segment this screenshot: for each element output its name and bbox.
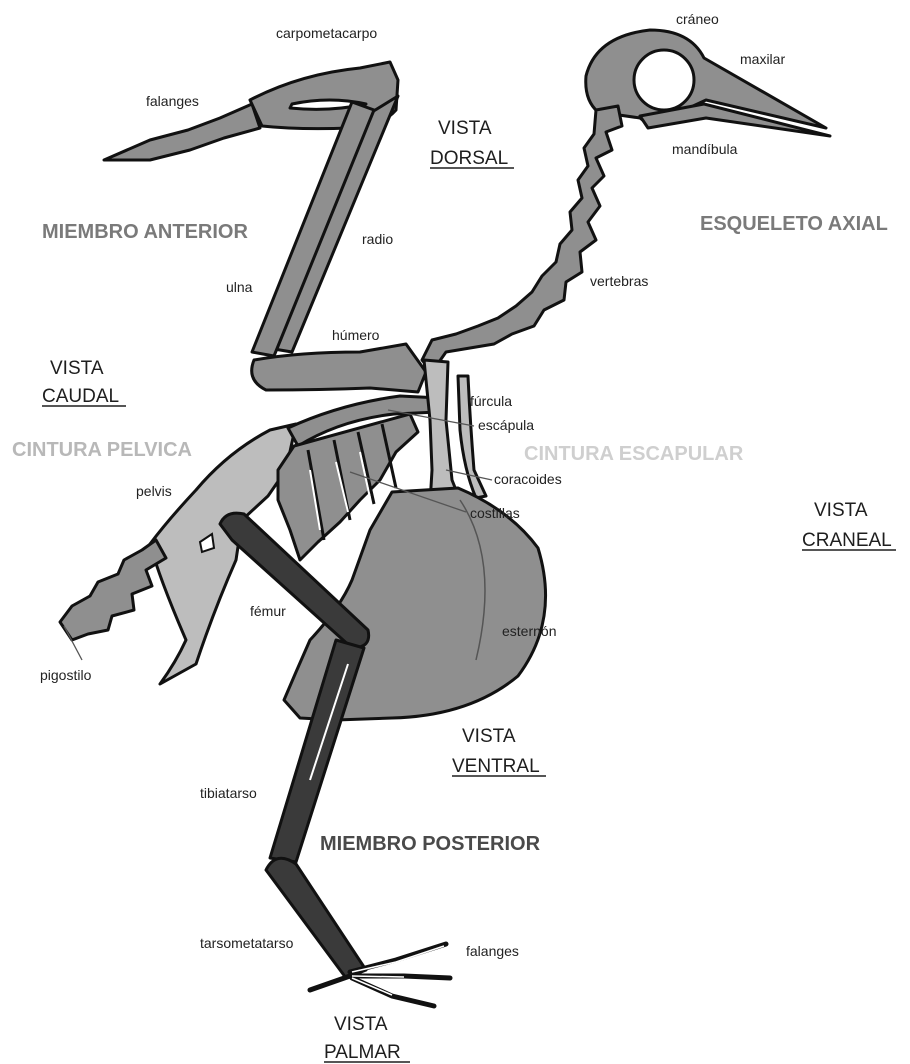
label-pigostilo: pigostilo	[40, 667, 92, 683]
label-furcula: fúrcula	[470, 393, 512, 409]
caudal-vertebrae	[60, 540, 166, 640]
label-maxilar: maxilar	[740, 51, 785, 67]
label-pelvis: pelvis	[136, 483, 172, 499]
region-cintura-escapular: CINTURA ESCAPULAR	[524, 443, 744, 465]
label-humero: húmero	[332, 327, 380, 343]
humerus-bone	[252, 344, 426, 392]
coracoid-bone	[424, 360, 460, 504]
view-ventral-line1: VISTA	[462, 726, 516, 747]
region-cintura-pelvica: CINTURA PELVICA	[12, 439, 192, 461]
label-vertebras: vertebras	[590, 273, 648, 289]
label-escapula: escápula	[478, 417, 534, 433]
view-dorsal-line1: VISTA	[438, 118, 492, 139]
wing-phalanges-bone	[104, 104, 260, 160]
view-caudal-line2: CAUDAL	[42, 386, 119, 407]
view-palmar-line1: VISTA	[334, 1014, 388, 1035]
label-coracoides: coracoides	[494, 471, 562, 487]
label-craneo: cráneo	[676, 11, 719, 27]
cervical-vertebrae	[422, 106, 622, 372]
view-craneal-line1: VISTA	[814, 500, 868, 521]
label-carpometacarpo: carpometacarpo	[276, 25, 377, 41]
region-miembro-anterior: MIEMBRO ANTERIOR	[42, 221, 248, 243]
label-mandibula: mandíbula	[672, 141, 738, 157]
label-radio: radio	[362, 231, 393, 247]
label-femur: fémur	[250, 603, 286, 619]
ulna-bone	[252, 102, 374, 356]
eye-orbit	[634, 50, 694, 110]
view-ventral-line2: VENTRAL	[452, 756, 540, 777]
view-dorsal-line2: DORSAL	[430, 148, 508, 169]
axial-skeleton	[422, 30, 830, 372]
region-esqueleto-axial: ESQUELETO AXIAL	[700, 213, 888, 235]
label-falanges-ala: falanges	[146, 93, 199, 109]
label-tibiatarso: tibiatarso	[200, 785, 257, 801]
view-caudal-line1: VISTA	[50, 358, 104, 379]
view-palmar-line2: PALMAR	[324, 1042, 401, 1063]
region-miembro-posterior: MIEMBRO POSTERIOR	[320, 833, 541, 855]
label-esternon: esternón	[502, 623, 556, 639]
label-falanges-pata: falanges	[466, 943, 519, 959]
tarsometatarsus-bone	[266, 858, 366, 978]
label-tarsometatarso: tarsometatarso	[200, 935, 294, 951]
view-craneal-line2: CRANEAL	[802, 530, 892, 551]
label-costillas: costillas	[470, 505, 520, 521]
label-ulna: ulna	[226, 279, 253, 295]
